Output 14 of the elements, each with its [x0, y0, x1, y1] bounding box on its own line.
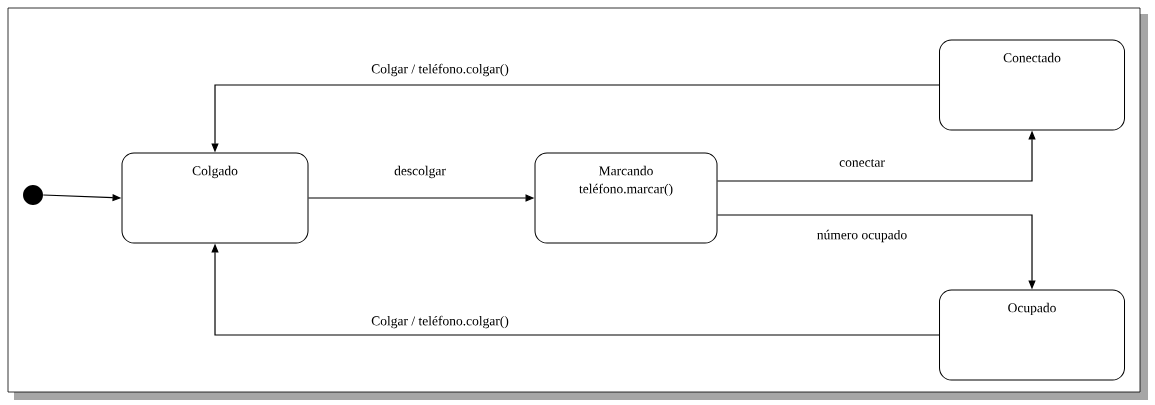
edge-label: Colgar / teléfono.colgar() — [371, 63, 509, 77]
initial-state-dot — [23, 185, 43, 205]
state-name: Colgado — [192, 165, 238, 179]
state-name: Marcando teléfono.marcar() — [579, 165, 673, 197]
state-name: Conectado — [1003, 52, 1061, 63]
edge-label: conectar — [839, 159, 885, 167]
state-box — [534, 152, 718, 244]
edge-label: Colgar / teléfono.colgar() — [371, 315, 509, 329]
state-name: Ocupado — [1008, 302, 1056, 316]
state-box — [939, 39, 1125, 131]
state-box — [939, 289, 1125, 381]
state-box — [121, 152, 309, 244]
edge-label: descolgar — [394, 165, 446, 179]
edge-label: número ocupado — [817, 229, 907, 243]
